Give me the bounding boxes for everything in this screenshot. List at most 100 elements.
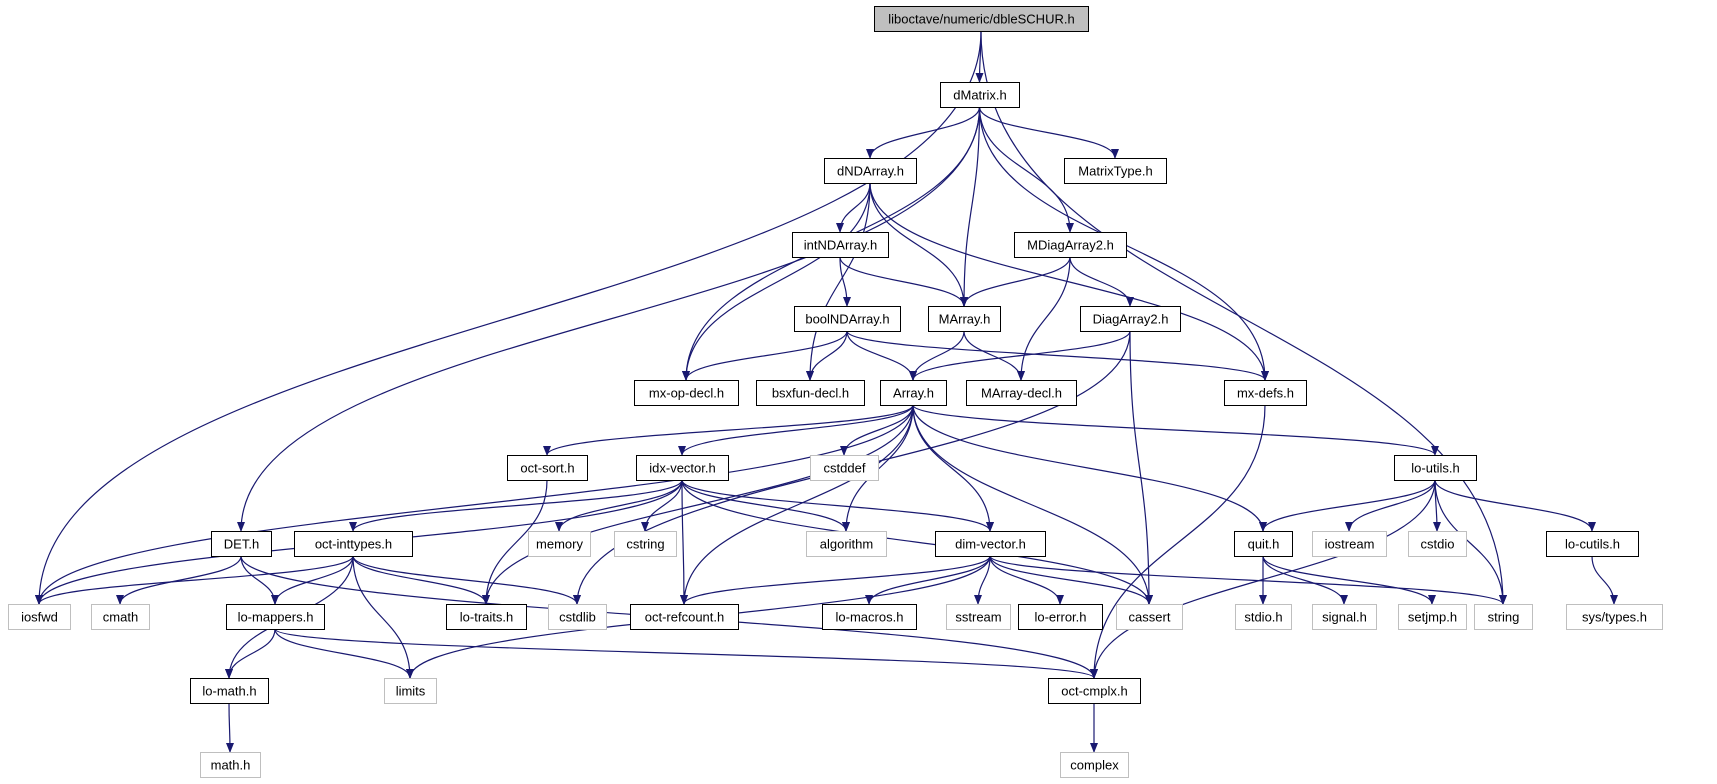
edge-idxvector-to-cstring [641,479,683,532]
node-MDiagArray2[interactable]: MDiagArray2.h [1014,232,1127,258]
node-sstream: sstream [946,604,1011,630]
node-box-dMatrix [940,82,1020,108]
node-box-lotraits [446,604,527,630]
node-lomappers[interactable]: lo-mappers.h [226,604,325,630]
edge-MDiagArray2-to-MArraydecl [1017,256,1071,381]
node-label-memory: memory [536,537,583,552]
node-label-quit: quit.h [1248,537,1280,552]
node-label-Array: Array.h [893,386,934,401]
node-label-cstddef: cstddef [824,461,866,476]
node-label-octsort: oct-sort.h [520,461,574,476]
node-box-dimvector [935,531,1046,557]
node-octinttypes[interactable]: oct-inttypes.h [294,531,413,557]
node-quit[interactable]: quit.h [1234,531,1293,557]
node-label-cmath: cmath [103,610,138,625]
node-box-loerror [1018,604,1103,630]
node-box-lomath [190,678,269,704]
node-mxdefs[interactable]: mx-defs.h [1224,380,1307,406]
edge-lomappers-to-octcmplx [274,628,1098,679]
node-box-dbleSCHUR [874,6,1089,32]
edges-layer [35,30,1618,753]
node-intNDArray[interactable]: intNDArray.h [792,232,889,258]
node-limits: limits [384,678,437,704]
node-MArraydecl[interactable]: MArray-decl.h [966,380,1077,406]
edge-boolNDArray-to-mxopdecl [682,330,848,381]
node-octcmplx[interactable]: oct-cmplx.h [1048,678,1141,704]
node-box-MatrixType [1064,158,1167,184]
node-loutils[interactable]: lo-utils.h [1394,455,1477,481]
node-dimvector[interactable]: dim-vector.h [935,531,1046,557]
node-octsort[interactable]: oct-sort.h [507,455,588,481]
node-Array[interactable]: Array.h [880,380,947,406]
edge-idxvector-to-memory [555,479,683,532]
node-label-MDiagArray2: MDiagArray2.h [1027,238,1114,253]
node-label-lomappers: lo-mappers.h [238,610,314,625]
node-lotraits[interactable]: lo-traits.h [446,604,527,630]
node-box-idxvector [636,455,729,481]
node-octrefcount[interactable]: oct-refcount.h [630,604,739,630]
node-DiagArray2[interactable]: DiagArray2.h [1080,306,1181,332]
node-box-algorithm [806,531,887,557]
node-stdioh: stdio.h [1235,604,1292,630]
node-memory: memory [528,531,591,557]
node-box-MDiagArray2 [1014,232,1127,258]
node-DET[interactable]: DET.h [211,531,272,557]
node-loerror[interactable]: lo-error.h [1018,604,1103,630]
node-box-loutils [1394,455,1477,481]
edge-Array-to-quit [912,404,1267,532]
edge-intNDArray-to-MArray [839,256,968,307]
node-box-cstring [614,531,677,557]
node-box-stdioh [1235,604,1292,630]
edge-lomappers-to-limits [274,628,414,679]
edge-DET-to-cmath [116,555,242,605]
edge-dbleSCHUR-to-iosfwd [35,30,982,605]
node-box-MArray [928,306,1001,332]
node-box-bsxfundecl [756,380,865,406]
node-box-memory [528,531,591,557]
node-idxvector[interactable]: idx-vector.h [636,455,729,481]
node-box-cmath [91,604,150,630]
node-MArray[interactable]: MArray.h [928,306,1001,332]
edge-boolNDArray-to-bsxfundecl [806,330,848,381]
node-dbleSCHUR[interactable]: liboctave/numeric/dbleSCHUR.h [874,6,1089,32]
edge-quit-to-setjmph [1262,555,1436,605]
node-box-lomacros [822,604,917,630]
node-label-DiagArray2: DiagArray2.h [1093,312,1169,327]
node-bsxfundecl[interactable]: bsxfun-decl.h [756,380,865,406]
edge-MArray-to-MArraydecl [963,330,1025,381]
node-cstddef: cstddef [810,455,879,481]
node-label-cstdlib: cstdlib [559,610,596,625]
node-label-cassert: cassert [1129,610,1171,625]
node-label-boolNDArray: boolNDArray.h [805,312,889,327]
node-box-string [1474,604,1533,630]
node-label-loutils: lo-utils.h [1411,461,1459,476]
node-lomath[interactable]: lo-math.h [190,678,269,704]
edge-MDiagArray2-to-MArray [960,256,1071,307]
node-mxopdecl[interactable]: mx-op-decl.h [634,380,739,406]
edge-dMatrix-to-MDiagArray2 [978,106,1074,233]
node-mathh: math.h [200,752,261,778]
node-box-mxdefs [1224,380,1307,406]
edge-dimvector-to-sstream [974,555,991,605]
edge-locutils-to-systypes [1591,555,1618,605]
edge-dimvector-to-string [989,555,1507,605]
node-dNDArray[interactable]: dNDArray.h [824,158,917,184]
edge-loutils-to-octcmplx [1090,479,1436,679]
node-lomacros[interactable]: lo-macros.h [822,604,917,630]
node-label-dbleSCHUR: liboctave/numeric/dbleSCHUR.h [888,12,1074,27]
node-systypes: sys/types.h [1566,604,1663,630]
node-box-quit [1234,531,1293,557]
node-dMatrix[interactable]: dMatrix.h [940,82,1020,108]
edge-DiagArray2-to-cassert [1129,330,1153,605]
node-box-sstream [946,604,1011,630]
node-box-limits [384,678,437,704]
edge-octinttypes-to-lotraits [352,555,490,605]
node-locutils[interactable]: lo-cutils.h [1546,531,1639,557]
node-boolNDArray[interactable]: boolNDArray.h [794,306,901,332]
node-label-stdioh: stdio.h [1244,610,1282,625]
node-complex: complex [1060,752,1129,778]
node-MatrixType[interactable]: MatrixType.h [1064,158,1167,184]
edge-idxvector-to-octinttypes [349,479,683,532]
edge-octinttypes-to-limits [352,555,414,679]
node-box-DET [211,531,272,557]
